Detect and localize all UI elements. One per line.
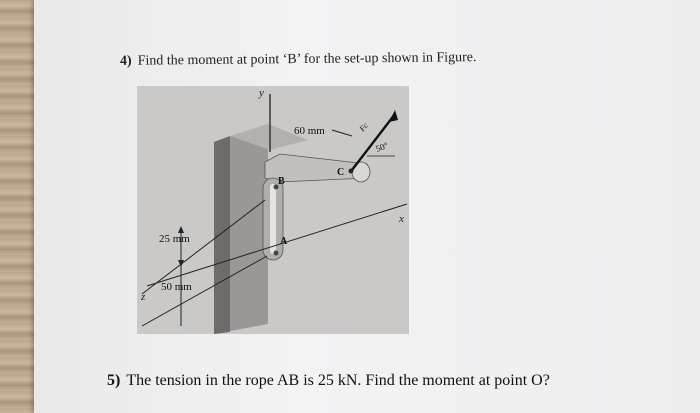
dim-25mm-label: 25 mm	[159, 233, 190, 245]
angle-label: 50°	[374, 140, 390, 154]
point-c-label: C	[337, 167, 344, 178]
dim-60mm-leader	[331, 129, 353, 137]
wall-plate-top	[230, 124, 308, 150]
lower-guide-line	[141, 255, 268, 327]
mechanics-figure: y z x 25 mm 50 mm 60 mm Fc 50° B A C	[137, 86, 409, 334]
force-arrow-head	[389, 110, 398, 122]
x-axis-line	[146, 203, 408, 287]
point-b-label: B	[278, 176, 285, 187]
z-axis-line	[141, 199, 266, 295]
bracket-slot	[270, 184, 276, 254]
wall-plate-edge	[214, 136, 230, 334]
point-c-marker	[348, 168, 354, 174]
x-axis-label: x	[398, 213, 404, 225]
point-a-label: A	[280, 236, 288, 247]
point-a-marker	[273, 250, 279, 256]
question-5-number: 5)	[107, 372, 121, 389]
dimension-arrow-mid	[178, 260, 184, 267]
y-axis-label: y	[258, 87, 264, 99]
question-5: 5) The tension in the rope AB is 25 kN. F…	[107, 372, 550, 390]
z-axis-label: z	[140, 291, 146, 303]
question-4-text: Find the moment at point ‘B’ for the set…	[137, 50, 477, 69]
dim-50mm-label: 50 mm	[161, 281, 192, 293]
wood-desk-edge	[0, 0, 40, 413]
point-b-marker	[273, 184, 279, 190]
dim-60mm-label: 60 mm	[294, 125, 325, 137]
force-arrow-shaft	[351, 113, 396, 171]
dimension-arrow-top	[178, 226, 184, 233]
question-4-number: 4)	[119, 53, 132, 69]
question-5-text: The tension in the rope AB is 25 kN. Fin…	[126, 372, 550, 389]
